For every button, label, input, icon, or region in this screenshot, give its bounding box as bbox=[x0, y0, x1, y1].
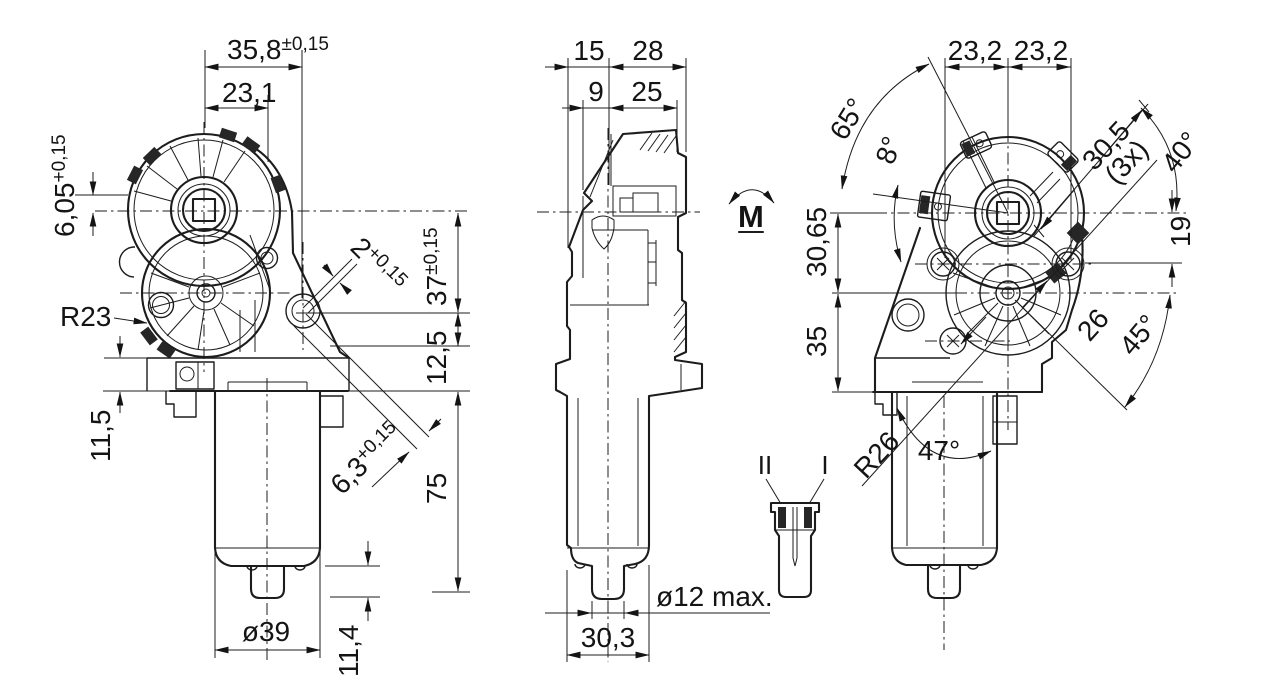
dim-gear-center: 30,65 35 bbox=[801, 207, 878, 393]
dim-center-height: 37±0,15 bbox=[296, 212, 470, 314]
svg-text:19: 19 bbox=[1165, 216, 1196, 247]
dim-bolt-circle: 30,5 (3x) bbox=[1033, 99, 1154, 238]
dim-diag-offset-label: 26 bbox=[1071, 303, 1115, 347]
terminal-1-label: I bbox=[821, 450, 828, 480]
dim-flange-offset-label: 35 bbox=[801, 326, 832, 357]
rear-housing bbox=[871, 135, 1086, 416]
dim-shaft-rib: 6,3+0,15 bbox=[293, 313, 442, 500]
dim-lug-left-label: 23,2 bbox=[948, 35, 1003, 66]
housing-ribs bbox=[133, 137, 271, 352]
svg-text:M: M bbox=[738, 199, 764, 234]
terminal-slot-2 bbox=[778, 507, 786, 528]
terminal-slot-1 bbox=[804, 507, 812, 528]
mounting-lugs bbox=[916, 131, 1090, 284]
svg-text:R23: R23 bbox=[60, 301, 111, 332]
dim-motor-diameter: ø39 bbox=[214, 552, 321, 658]
svg-text:65°: 65° bbox=[824, 93, 873, 145]
rotation-symbol: M bbox=[728, 189, 775, 234]
svg-text:ø39: ø39 bbox=[242, 616, 290, 647]
svg-text:11,4: 11,4 bbox=[333, 625, 364, 677]
front-view: 35,8±0,15 23,1 6,05+0,15 R23 11,5 bbox=[49, 34, 470, 677]
svg-text:12,5: 12,5 bbox=[421, 331, 452, 386]
mounting-flange bbox=[146, 357, 350, 418]
motor-body bbox=[213, 389, 344, 600]
side-view: 15 28 9 25 M ø12 max. bbox=[537, 35, 775, 662]
svg-text:37±0,15: 37±0,15 bbox=[421, 227, 452, 306]
gear-hub bbox=[188, 275, 224, 311]
side-details bbox=[567, 132, 687, 549]
dim-motor-length: 75 bbox=[348, 390, 470, 593]
svg-text:ø12 max.: ø12 max. bbox=[656, 581, 773, 612]
dim-flange-height: 12,5 bbox=[330, 312, 470, 386]
dim-rib-width: 2+0,15 bbox=[302, 231, 412, 314]
dim-lug-right-label: 23,2 bbox=[1014, 35, 1069, 66]
dim-gear-radius: R23 bbox=[60, 301, 148, 332]
screw-boss bbox=[285, 293, 321, 329]
svg-text:8°: 8° bbox=[870, 132, 908, 168]
bearing-boss bbox=[255, 246, 279, 270]
output-shaft bbox=[169, 175, 239, 245]
dim-angle-lug: 8° bbox=[870, 132, 908, 263]
flange-hole bbox=[891, 298, 925, 332]
dim-axis-offset: 23,1 bbox=[204, 77, 277, 162]
housing-hole bbox=[147, 291, 175, 319]
dim-motor-width: 30,3 bbox=[566, 565, 650, 662]
svg-text:75: 75 bbox=[421, 473, 452, 504]
connector-detail: II I bbox=[758, 450, 829, 599]
svg-text:6,05+0,15: 6,05+0,15 bbox=[49, 134, 80, 237]
rear-output-shaft bbox=[973, 178, 1043, 248]
svg-text:30,65: 30,65 bbox=[801, 207, 832, 277]
svg-text:2+0,15: 2+0,15 bbox=[345, 231, 412, 298]
dim-worm-offset: 6,05+0,15 bbox=[49, 134, 128, 237]
dim-screw-offset: 19 bbox=[1085, 190, 1196, 287]
dim-angle-top: 65° bbox=[824, 56, 1009, 214]
dim-flange-radius-label: R26 bbox=[848, 425, 906, 484]
svg-text:35,8±0,15: 35,8±0,15 bbox=[227, 34, 329, 65]
svg-text:30,3: 30,3 bbox=[581, 622, 636, 653]
svg-text:15: 15 bbox=[573, 35, 604, 66]
svg-text:11,5: 11,5 bbox=[85, 410, 116, 462]
dim-step-height: 11,5 bbox=[85, 336, 170, 462]
terminal-2-label: II bbox=[758, 450, 772, 480]
dim-gear-depth-label: 25 bbox=[631, 76, 662, 107]
dim-angle-right: 40° bbox=[1140, 107, 1206, 212]
svg-text:23,1: 23,1 bbox=[222, 77, 277, 108]
dim-total-width: 35,8±0,15 bbox=[204, 34, 329, 298]
dim-cover-depth: 15 28 bbox=[545, 35, 687, 248]
dim-inner-depth: 9 25 bbox=[562, 76, 678, 190]
cover-screws bbox=[891, 247, 1085, 355]
dim-angle-shaft: 47° bbox=[896, 407, 992, 466]
dim-housing-depth-label: 28 bbox=[632, 35, 663, 66]
rear-brush-box bbox=[992, 395, 1018, 445]
dim-shaft-diameter: ø12 max. bbox=[545, 581, 773, 619]
crimp-tabs bbox=[126, 127, 286, 359]
dim-lug-spacing: 23,2 23,2 bbox=[944, 35, 1072, 260]
rear-motor-body bbox=[890, 381, 1018, 600]
side-outline bbox=[554, 128, 704, 601]
gear-housing-outline bbox=[118, 132, 351, 360]
svg-text:9: 9 bbox=[588, 76, 604, 107]
svg-text:40°: 40° bbox=[1155, 126, 1205, 178]
svg-text:47°: 47° bbox=[918, 435, 960, 466]
motor-shaft bbox=[249, 587, 286, 600]
dim-shaft-length: 11,4 bbox=[325, 541, 380, 677]
rear-view: 23,2 23,2 65° 8° 30,5 (3x) bbox=[801, 35, 1206, 650]
brush-box bbox=[319, 395, 344, 428]
svg-text:6,3+0,15: 6,3+0,15 bbox=[324, 417, 407, 500]
